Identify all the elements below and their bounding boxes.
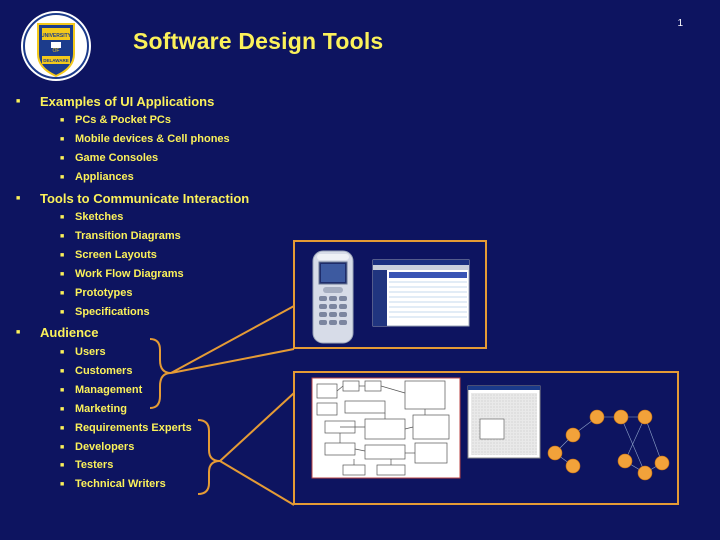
outline-item: PCs & Pocket PCs bbox=[75, 114, 171, 126]
connector-line-top-2 bbox=[170, 348, 295, 374]
outline-item: Users bbox=[75, 346, 106, 358]
svg-text:UNIVERSITY: UNIVERSITY bbox=[41, 33, 72, 39]
ui-examples-images bbox=[312, 250, 470, 344]
cell-phone-image bbox=[312, 250, 354, 344]
page-number: 1 bbox=[677, 18, 683, 29]
slide-title: Software Design Tools bbox=[133, 28, 384, 54]
bullet-icon: ■ bbox=[60, 462, 65, 469]
svg-text:OF: OF bbox=[53, 48, 60, 54]
outline-item: Testers bbox=[75, 459, 114, 471]
connector-line-top-1 bbox=[170, 305, 295, 374]
outline-item: Management bbox=[75, 384, 143, 396]
dialog-mockup-image bbox=[467, 385, 541, 459]
state-transition-diagram-image bbox=[547, 409, 670, 481]
bullet-icon: ■ bbox=[60, 233, 65, 240]
bullet-icon: ■ bbox=[60, 117, 65, 124]
bullet-icon: ■ bbox=[60, 349, 65, 356]
bullet-icon: ■ bbox=[60, 444, 65, 451]
outline-item: Requirements Experts bbox=[75, 422, 192, 434]
outline-item: Work Flow Diagrams bbox=[75, 268, 184, 280]
outline-item: Transition Diagrams bbox=[75, 230, 181, 242]
university-seal-icon: UNIVERSITY OF DELAWARE bbox=[21, 11, 91, 81]
outline-item: Developers bbox=[75, 441, 135, 453]
flow-diagram-image bbox=[311, 377, 461, 479]
bullet-icon: ■ bbox=[16, 195, 21, 202]
bullet-icon: ■ bbox=[60, 368, 65, 375]
bullet-icon: ■ bbox=[60, 271, 65, 278]
outline-heading: Examples of UI Applications bbox=[40, 94, 215, 109]
outline-item: Game Consoles bbox=[75, 152, 159, 164]
outline-item: Marketing bbox=[75, 403, 127, 415]
outline-item: Appliances bbox=[75, 171, 134, 183]
bullet-icon: ■ bbox=[60, 425, 65, 432]
bullet-icon: ■ bbox=[60, 406, 65, 413]
outline-item: Sketches bbox=[75, 211, 124, 223]
bullet-icon: ■ bbox=[60, 214, 65, 221]
outline-heading: Audience bbox=[40, 325, 99, 340]
audience-bracket-bottom bbox=[197, 419, 221, 495]
outline-item: Technical Writers bbox=[75, 478, 166, 490]
outline-item: Prototypes bbox=[75, 287, 133, 299]
bullet-icon: ■ bbox=[16, 98, 21, 105]
bullet-icon: ■ bbox=[60, 290, 65, 297]
design-artifacts-frame bbox=[293, 371, 679, 505]
connector-line-bottom-2 bbox=[219, 460, 295, 506]
ui-examples-frame bbox=[293, 240, 487, 349]
bullet-icon: ■ bbox=[60, 481, 65, 488]
outline-item: Customers bbox=[75, 365, 133, 377]
application-window-screenshot bbox=[372, 259, 470, 327]
outline-heading: Tools to Communicate Interaction bbox=[40, 191, 250, 206]
svg-text:DELAWARE: DELAWARE bbox=[43, 58, 69, 63]
outline-item: Mobile devices & Cell phones bbox=[75, 133, 230, 145]
bullet-icon: ■ bbox=[60, 309, 65, 316]
bullet-icon: ■ bbox=[60, 136, 65, 143]
bullet-icon: ■ bbox=[16, 329, 21, 336]
bullet-icon: ■ bbox=[60, 387, 65, 394]
outline-item: Screen Layouts bbox=[75, 249, 157, 261]
bullet-icon: ■ bbox=[60, 155, 65, 162]
design-artifacts-images bbox=[311, 377, 670, 481]
audience-bracket-top bbox=[149, 338, 172, 409]
bullet-icon: ■ bbox=[60, 174, 65, 181]
bullet-icon: ■ bbox=[60, 252, 65, 259]
connector-line-bottom-1 bbox=[219, 392, 295, 462]
outline-item: Specifications bbox=[75, 306, 150, 318]
